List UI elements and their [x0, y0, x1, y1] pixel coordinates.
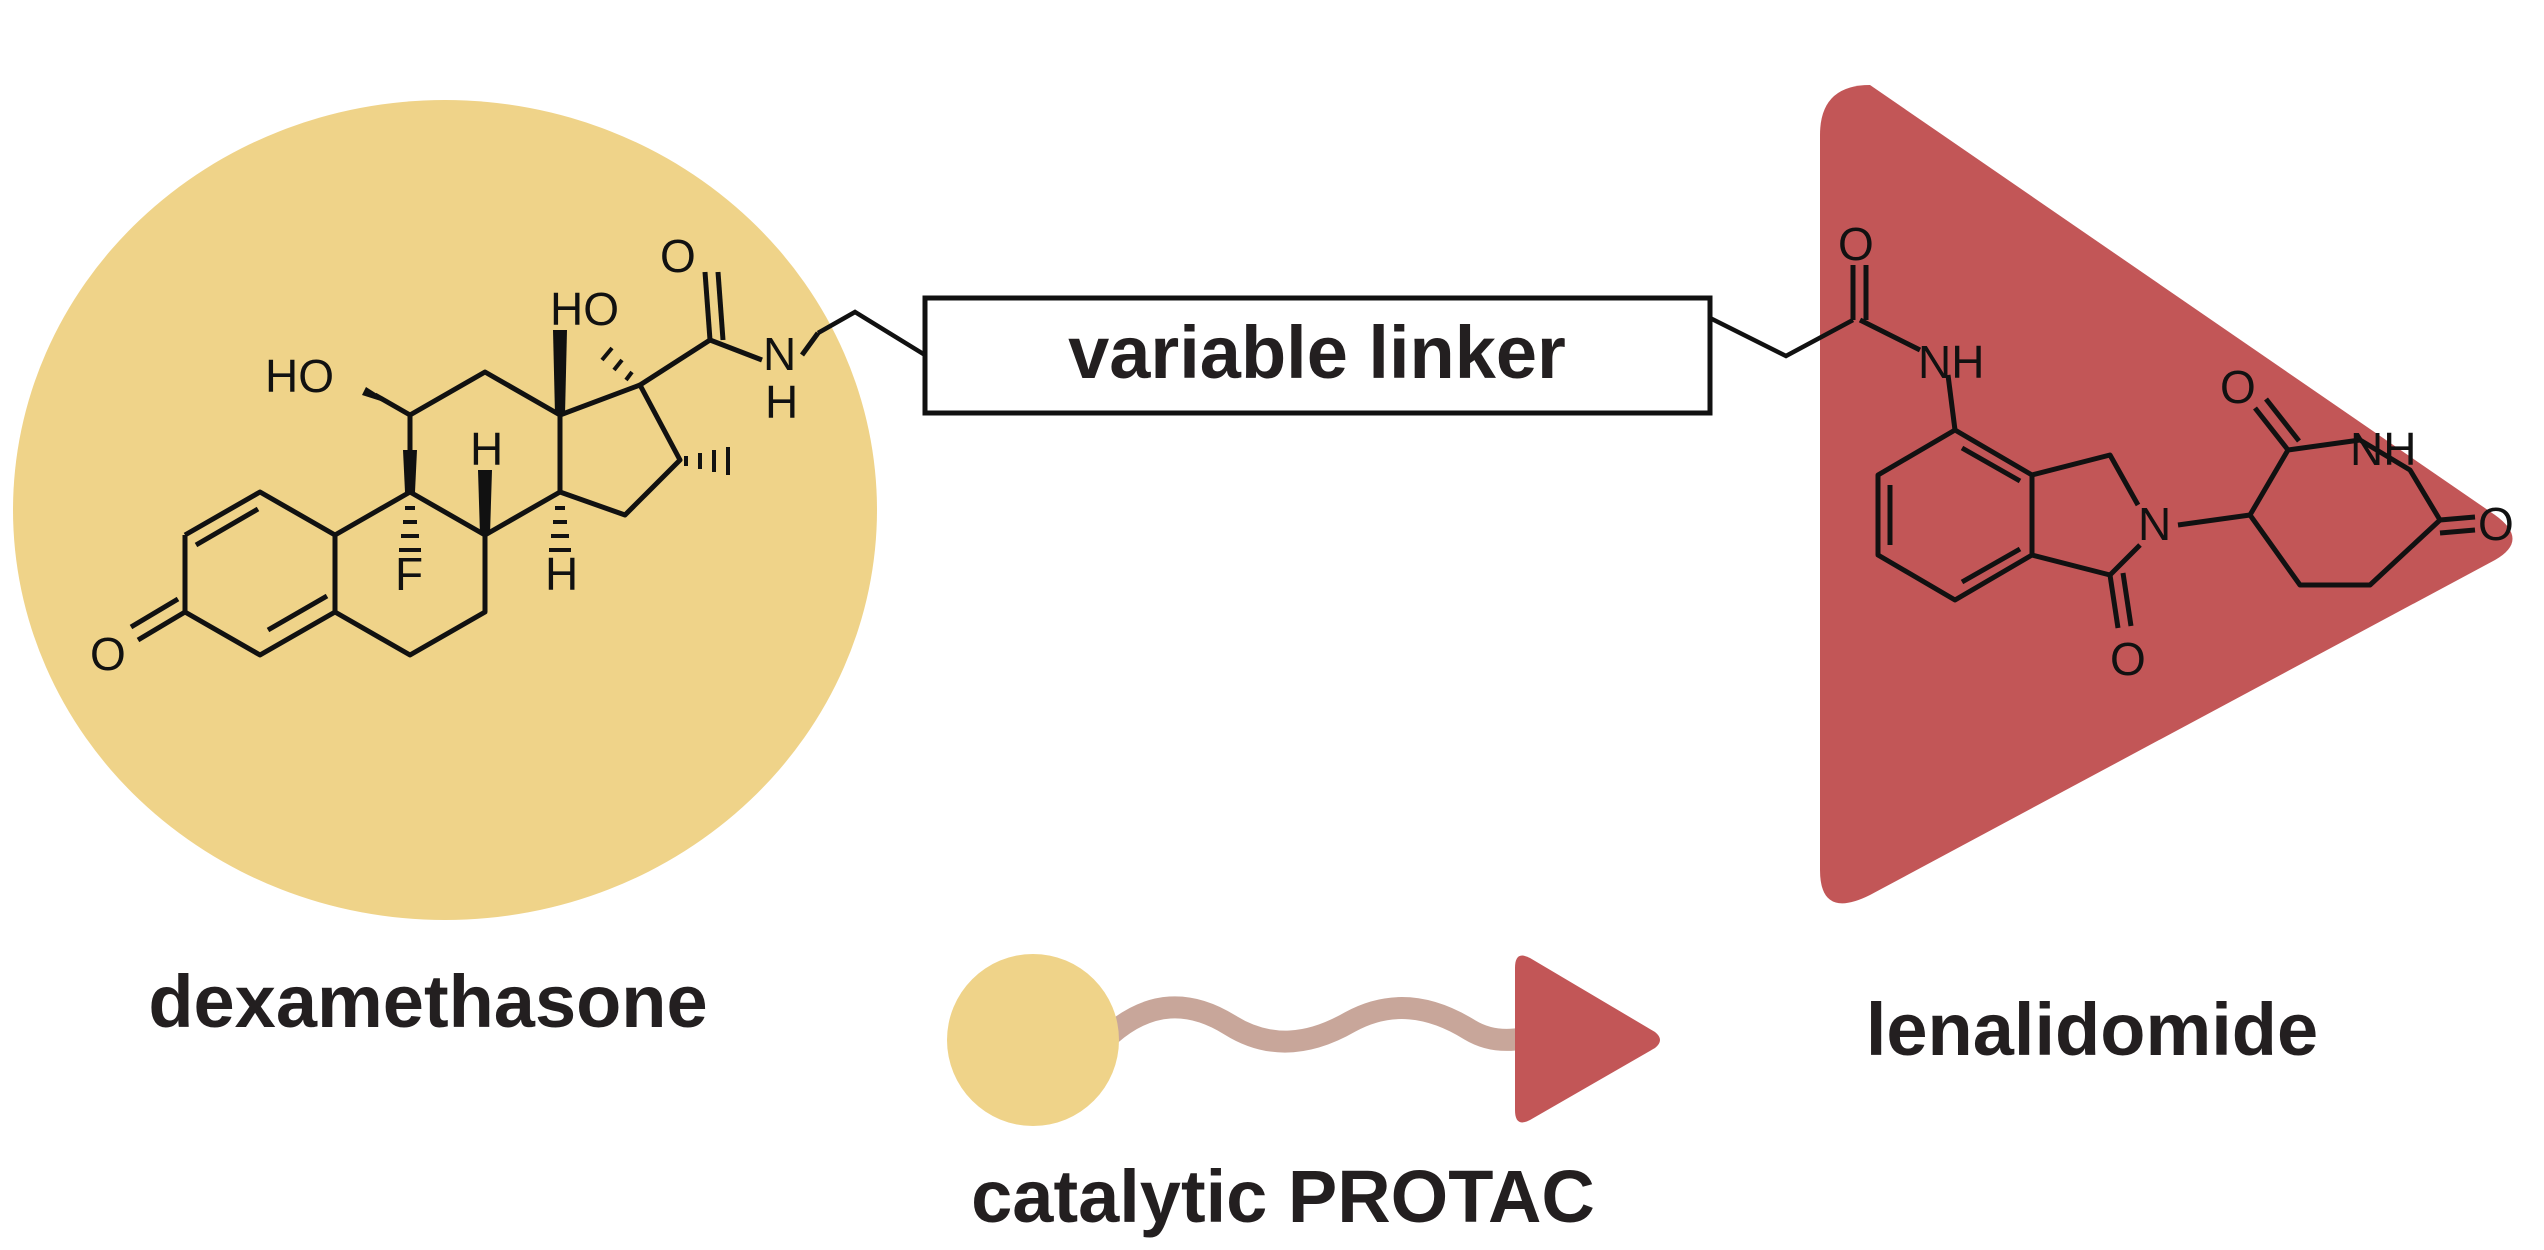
amide-oxygen-label: O	[660, 230, 696, 282]
dexamethasone-hashes	[399, 346, 730, 552]
hydrogen-c14-label: H	[545, 548, 578, 600]
protac-ligase-triangle	[1515, 955, 1660, 1123]
dexamethasone-structure	[129, 271, 821, 658]
dexamethasone-wedges	[362, 330, 567, 535]
linker-left-connector	[816, 309, 927, 357]
isoindolinone-nitrogen-label: N	[2138, 498, 2171, 550]
catalytic-protac-label: catalytic PROTAC	[971, 1155, 1595, 1238]
linker-right-connector	[1708, 315, 1855, 359]
amide-hydrogen-label: H	[765, 376, 798, 428]
lenalidomide-label: lenalidomide	[1866, 988, 2318, 1071]
glutarimide-top-oxygen-label: O	[2220, 361, 2256, 413]
protac-schematic	[947, 954, 1660, 1126]
amide-nitrogen-label: N	[763, 328, 796, 380]
glutarimide-right-oxygen-label: O	[2478, 498, 2514, 550]
lena-amide-oxygen-label: O	[1838, 218, 1874, 270]
lenalidomide-structure	[1850, 265, 2476, 629]
fluorine-label: F	[395, 548, 423, 600]
ketone-oxygen-label: O	[90, 628, 126, 680]
isoindolinone-oxygen-label: O	[2110, 633, 2146, 685]
linker-box	[922, 295, 1713, 416]
protac-wavy-linker	[1099, 996, 1571, 1053]
lenalidomide-triangle	[1820, 85, 2513, 904]
lena-amide-nh-label: NH	[1918, 336, 1984, 388]
hydroxyl-c11-label: HO	[265, 350, 334, 402]
glutarimide-nh-label: NH	[2350, 423, 2416, 475]
linker-label: variable linker	[1068, 311, 1566, 394]
protac-ligand-circle	[947, 954, 1119, 1126]
hydrogen-c8-label: H	[470, 423, 503, 475]
dexamethasone-label: dexamethasone	[148, 960, 707, 1043]
hydroxyl-c17-label: HO	[550, 283, 619, 335]
